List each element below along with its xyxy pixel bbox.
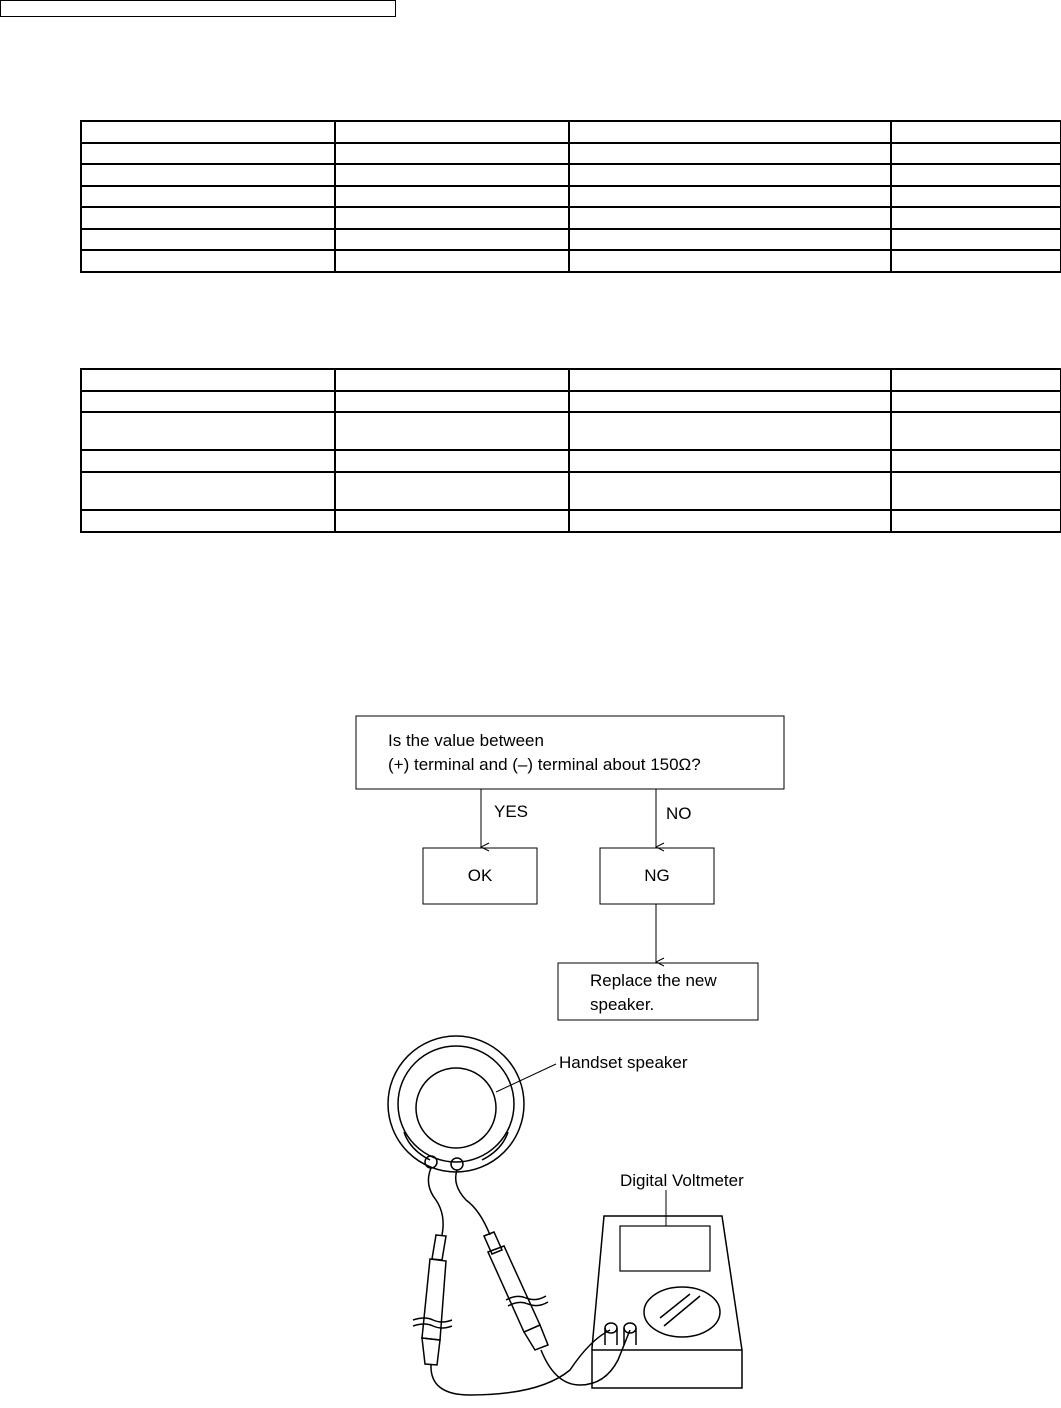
table-1-cell [334, 163, 570, 187]
table-1-cell [890, 120, 1061, 144]
table-1-cell [80, 185, 336, 208]
table-2-row [80, 368, 1061, 392]
table-2-row [80, 509, 1061, 533]
table-2-cell [80, 509, 336, 533]
replace-line-2: speaker. [590, 995, 654, 1014]
table-2-cell [568, 390, 892, 413]
ng-label: NG [644, 866, 670, 885]
table-1-cell [890, 163, 1061, 187]
table-1-cell [80, 163, 336, 187]
table-1-cell [890, 228, 1061, 251]
table-2-cell [890, 509, 1061, 533]
table-2-cell [890, 449, 1061, 473]
table-1-cell [80, 206, 336, 230]
table-2-cell [334, 471, 570, 511]
ok-label: OK [468, 866, 493, 885]
table-1-cell [80, 228, 336, 251]
table-1-row [80, 206, 1061, 230]
table-2-cell [334, 449, 570, 473]
table-2-cell [80, 368, 336, 392]
table-1-cell [890, 185, 1061, 208]
table-1-cell [334, 206, 570, 230]
table-2-cell [568, 471, 892, 511]
table-2-cell [334, 368, 570, 392]
table-2-cell [80, 390, 336, 413]
table-2-cell [80, 471, 336, 511]
table-1-cell [334, 228, 570, 251]
table-1-cell [80, 120, 336, 144]
table-2-cell [334, 411, 570, 451]
table-1-cell [334, 142, 570, 165]
table-1-row [80, 185, 1061, 208]
table-1 [80, 120, 1061, 273]
table-1-cell [334, 120, 570, 144]
table-2-cell [80, 449, 336, 473]
table-1-cell [80, 142, 336, 165]
voltmeter-label: Digital Voltmeter [620, 1171, 744, 1190]
speaker-label: Handset speaker [559, 1053, 688, 1072]
question-box [355, 715, 785, 790]
table-2-cell [890, 471, 1061, 511]
table-1-cell [890, 206, 1061, 230]
table-2-row [80, 390, 1061, 413]
replace-line-1: Replace the new [590, 971, 717, 990]
table-1-row [80, 163, 1061, 187]
table-2-cell [80, 411, 336, 451]
table-2-cell [334, 390, 570, 413]
ng-box [599, 847, 715, 905]
question-line-2: (+) terminal and (–) terminal about 150Ω… [388, 755, 701, 774]
table-2-cell [568, 411, 892, 451]
no-label: NO [666, 804, 692, 823]
table-2 [80, 368, 1061, 533]
table-1-cell [568, 206, 892, 230]
table-1-cell [334, 185, 570, 208]
yes-label: YES [494, 802, 528, 821]
table-1-cell [568, 120, 892, 144]
table-1-row [80, 142, 1061, 165]
table-1-cell [890, 249, 1061, 273]
ok-box [422, 847, 538, 905]
speaker-illustration [387, 1035, 743, 1396]
table-2-cell [568, 509, 892, 533]
table-2-cell [334, 509, 570, 533]
table-2-cell [568, 368, 892, 392]
question-line-1: Is the value between [388, 731, 544, 750]
table-2-cell [890, 368, 1061, 392]
header-box [0, 0, 396, 17]
table-1-cell [568, 185, 892, 208]
flowchart: Is the value between (+) terminal and (–… [355, 715, 785, 1021]
table-1-cell [890, 142, 1061, 165]
table-2-cell [568, 449, 892, 473]
table-1-cell [568, 163, 892, 187]
table-1-cell [568, 249, 892, 273]
table-2-cell [890, 390, 1061, 413]
table-1-cell [334, 249, 570, 273]
table-1-row [80, 120, 1061, 144]
table-1-cell [568, 142, 892, 165]
table-1-cell [568, 228, 892, 251]
table-1-row [80, 249, 1061, 273]
table-2-cell [890, 411, 1061, 451]
table-1-row [80, 228, 1061, 251]
replace-box [557, 962, 759, 1021]
table-1-cell [80, 249, 336, 273]
table-2-row [80, 471, 1061, 511]
table-2-row [80, 449, 1061, 473]
table-2-row [80, 411, 1061, 451]
